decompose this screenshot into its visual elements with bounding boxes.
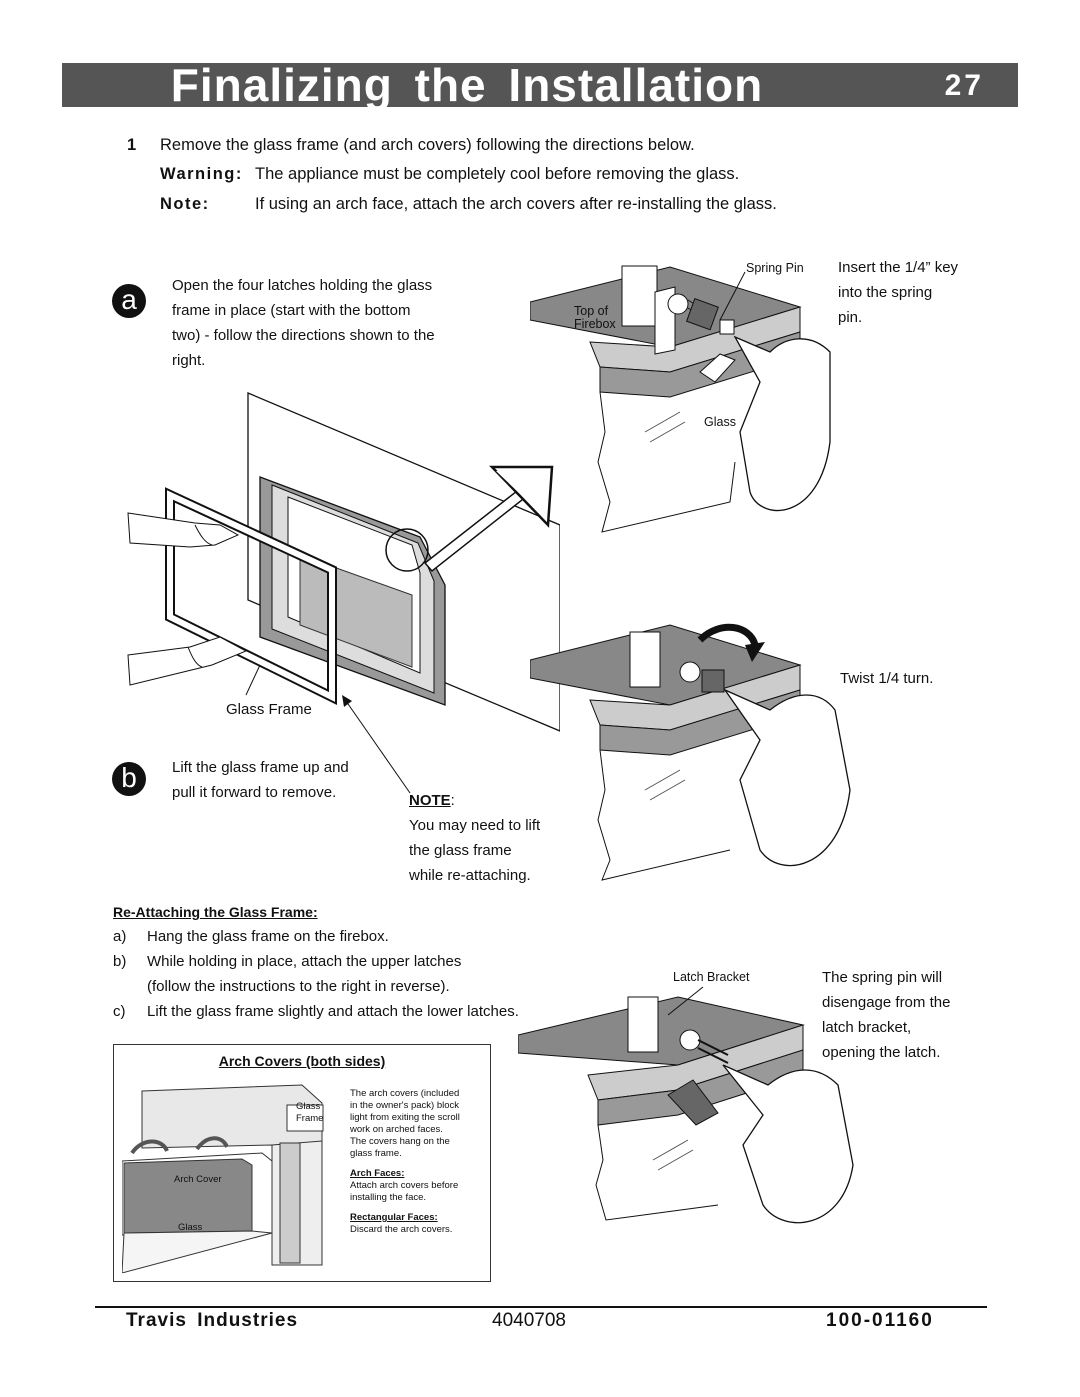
note-label: Note: [160, 195, 210, 213]
reattach-item: a) Hang the glass frame on the firebox. [113, 924, 519, 949]
rect-faces-line: Discard the arch covers. [350, 1224, 453, 1235]
footer-doc-number: 4040708 [492, 1310, 566, 1331]
step-text: Remove the glass frame (and arch covers)… [160, 136, 695, 154]
warning-label: Warning: [160, 165, 243, 183]
arch-glass-frame-line: Glass [296, 1101, 321, 1112]
step-b-text: Lift the glass frame up and pull it forw… [172, 755, 349, 805]
step-b-marker: b [112, 762, 146, 796]
reattach-item: c) Lift the glass frame slightly and atta… [113, 999, 519, 1024]
step-a-line: frame in place (start with the bottom [172, 302, 411, 319]
insert-line: into the spring [838, 284, 933, 301]
arch-glass-label: Glass [178, 1222, 203, 1233]
disengage-callout: The spring pin will disengage from the l… [822, 965, 950, 1065]
top-of-firebox-label: Top of Firebox [574, 305, 616, 331]
reattach-item: b) While holding in place, attach the upp… [113, 949, 519, 974]
insert-line: Insert the 1/4” key [838, 259, 959, 276]
note-text: If using an arch face, attach the arch c… [255, 195, 777, 213]
arch-faces-line: Attach arch covers before [350, 1180, 459, 1191]
page-number: 27 [944, 69, 984, 102]
latch-disengage-detail-illustration [518, 986, 854, 1224]
arch-desc-line: work on arched faces. [350, 1124, 443, 1135]
step-b-line: Lift the glass frame up and [172, 759, 349, 776]
reattach-item-marker: b) [113, 953, 127, 970]
note-leader-line [342, 695, 411, 794]
glass-frame-label: Glass Frame [226, 701, 312, 718]
arch-cover-label: Arch Cover [174, 1174, 222, 1185]
note-line: while re-attaching. [409, 867, 531, 884]
arch-glass-frame-label: Glass Frame [296, 1101, 324, 1125]
step-a-marker: a [112, 284, 146, 318]
insert-key-detail-illustration [530, 265, 831, 533]
note-line: the glass frame [409, 842, 512, 859]
top-of-firebox-line: Top of [574, 304, 609, 318]
title-bar: Finalizing the Installation 27 [62, 59, 1018, 111]
reattach-item-marker: a) [113, 928, 127, 945]
arch-covers-box: Arch Covers (both sides) Glass Frame Arc… [113, 1044, 491, 1282]
arch-cover-illustration [122, 1084, 324, 1273]
disengage-line: latch bracket, [822, 1019, 912, 1036]
reattach-item-cont: (follow the instructions to the right in… [113, 974, 519, 999]
twist-key-detail-illustration [530, 623, 851, 881]
note-heading: NOTE [409, 792, 451, 809]
reattach-item-text: While holding in place, attach the upper… [147, 953, 462, 970]
footer-company: Travis Industries [126, 1310, 299, 1331]
reattach-item-text: Hang the glass frame on the firebox. [147, 928, 389, 945]
reattach-heading: Re-Attaching the Glass Frame: [113, 904, 318, 920]
step-b-line: pull it forward to remove. [172, 784, 337, 801]
arch-faces-line: installing the face. [350, 1192, 427, 1203]
page-title: Finalizing the Installation [170, 59, 764, 111]
footer-part-number: 100-01160 [826, 1310, 934, 1331]
arch-description: The arch covers (included in the owner's… [350, 1088, 460, 1236]
arch-desc-line: in the owner's pack) block [350, 1100, 460, 1111]
note-colon: : [450, 792, 455, 809]
arch-desc-line: glass frame. [350, 1148, 402, 1159]
glass-frame-removal-illustration [127, 392, 560, 732]
spring-pin-label: Spring Pin [746, 261, 804, 275]
note-block: NOTE: You may need to lift the glass fra… [409, 788, 540, 888]
glass-label: Glass [704, 415, 736, 429]
disengage-line: opening the latch. [822, 1044, 941, 1061]
top-of-firebox-line: Firebox [574, 317, 616, 331]
step-a-line: right. [172, 352, 206, 369]
footer-rule [95, 1306, 987, 1308]
reattach-list: a) Hang the glass frame on the firebox. b… [113, 924, 519, 1024]
twist-callout: Twist 1/4 turn. [840, 670, 934, 687]
arch-desc-line: light from exiting the scroll [350, 1112, 460, 1123]
reattach-item-text: (follow the instructions to the right in… [147, 978, 450, 995]
disengage-line: disengage from the [822, 994, 951, 1011]
insert-line: pin. [838, 309, 863, 326]
reattach-item-marker: c) [113, 1003, 126, 1020]
step-a-line: two) - follow the directions shown to th… [172, 327, 435, 344]
arch-glass-frame-line: Frame [296, 1113, 324, 1124]
latch-bracket-label: Latch Bracket [673, 970, 750, 984]
step-number: 1 [127, 136, 137, 154]
disengage-line: The spring pin will [822, 969, 943, 986]
arch-desc-line: The covers hang on the [350, 1136, 450, 1147]
rect-faces-heading: Rectangular Faces: [350, 1212, 438, 1223]
step-a-line: Open the four latches holding the glass [172, 277, 433, 294]
note-line: You may need to lift [409, 817, 541, 834]
reattach-item-text: Lift the glass frame slightly and attach… [147, 1003, 519, 1020]
insert-callout: Insert the 1/4” key into the spring pin. [838, 255, 958, 330]
step-a-text: Open the four latches holding the glass … [172, 273, 435, 373]
arch-faces-heading: Arch Faces: [350, 1168, 405, 1179]
arch-box-title: Arch Covers (both sides) [218, 1053, 386, 1069]
arch-desc-line: The arch covers (included [350, 1088, 460, 1099]
warning-text: The appliance must be completely cool be… [255, 165, 740, 183]
